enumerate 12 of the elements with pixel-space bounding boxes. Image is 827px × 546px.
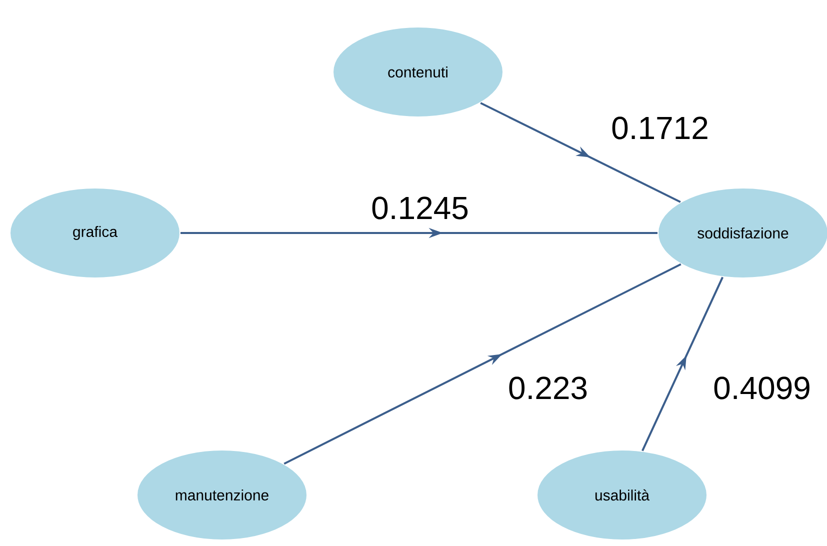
ellipse-node: contenuti bbox=[332, 26, 504, 118]
edge-label: 0.1245 bbox=[370, 196, 470, 220]
edge-label: 0.223 bbox=[506, 376, 590, 400]
edge-label: 0.1712 bbox=[610, 116, 710, 140]
edge-label: 0.4099 bbox=[712, 376, 812, 400]
ellipse-node: soddisfazione bbox=[658, 188, 827, 278]
arrow bbox=[642, 276, 724, 452]
arrow bbox=[284, 263, 682, 465]
ellipse-node: grafica bbox=[10, 188, 180, 278]
arrow bbox=[480, 102, 681, 203]
ellipse-node: usabilità bbox=[536, 450, 708, 540]
ellipse-node: manutenzione bbox=[136, 450, 308, 540]
